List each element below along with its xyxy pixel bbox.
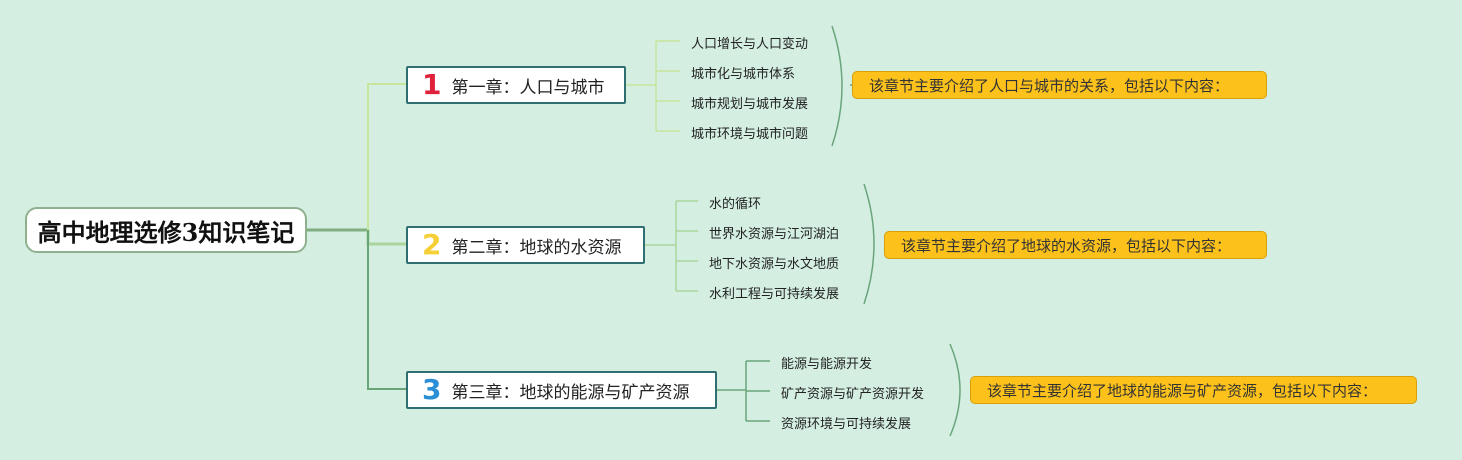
chapter-2-number-badge: 2: [422, 228, 442, 261]
chapter-1-number-badge: 1: [422, 68, 442, 101]
chapter-1-topic-3[interactable]: 城市规划与城市发展: [691, 97, 809, 112]
chapter-1-topic-1[interactable]: 人口增长与人口变动: [691, 37, 809, 52]
chapter-3-topic-2[interactable]: 矿产资源与矿产资源开发: [781, 387, 925, 402]
chapter-1-summary[interactable]: 该章节主要介绍了人口与城市的关系，包括以下内容：: [852, 71, 1267, 99]
chapter-2-topic-4[interactable]: 水利工程与可持续发展: [709, 287, 840, 302]
chapter-3-title: 第三章：地球的能源与矿产资源: [451, 382, 690, 403]
chapter-3-summary[interactable]: 该章节主要介绍了地球的能源与矿产资源，包括以下内容：: [970, 376, 1417, 404]
chapter-2-title: 第二章：地球的水资源: [451, 237, 622, 258]
chapter-2-topic-2[interactable]: 世界水资源与江河湖泊: [709, 227, 840, 242]
chapter-1-title: 第一章：人口与城市: [451, 77, 605, 98]
chapter-2-summary[interactable]: 该章节主要介绍了地球的水资源，包括以下内容：: [884, 231, 1267, 259]
root-node[interactable]: 高中地理选修3知识笔记: [25, 207, 307, 253]
chapter-3-number-badge: 3: [422, 373, 442, 406]
chapter-1-topic-2[interactable]: 城市化与城市体系: [691, 67, 796, 82]
chapter-1-topic-4[interactable]: 城市环境与城市问题: [691, 127, 809, 142]
chapter-3-topic-1[interactable]: 能源与能源开发: [781, 357, 873, 372]
chapter-2-topic-3[interactable]: 地下水资源与水文地质: [709, 257, 840, 272]
chapter-1-node[interactable]: 1 第一章：人口与城市: [406, 66, 626, 104]
root-title: 高中地理选修3知识笔记: [37, 217, 295, 247]
chapter-3-node[interactable]: 3 第三章：地球的能源与矿产资源: [406, 371, 717, 409]
chapter-2-node[interactable]: 2 第二章：地球的水资源: [406, 226, 645, 264]
chapter-3-topic-3[interactable]: 资源环境与可持续发展: [781, 417, 912, 432]
chapter-2-topic-1[interactable]: 水的循环: [709, 197, 762, 212]
